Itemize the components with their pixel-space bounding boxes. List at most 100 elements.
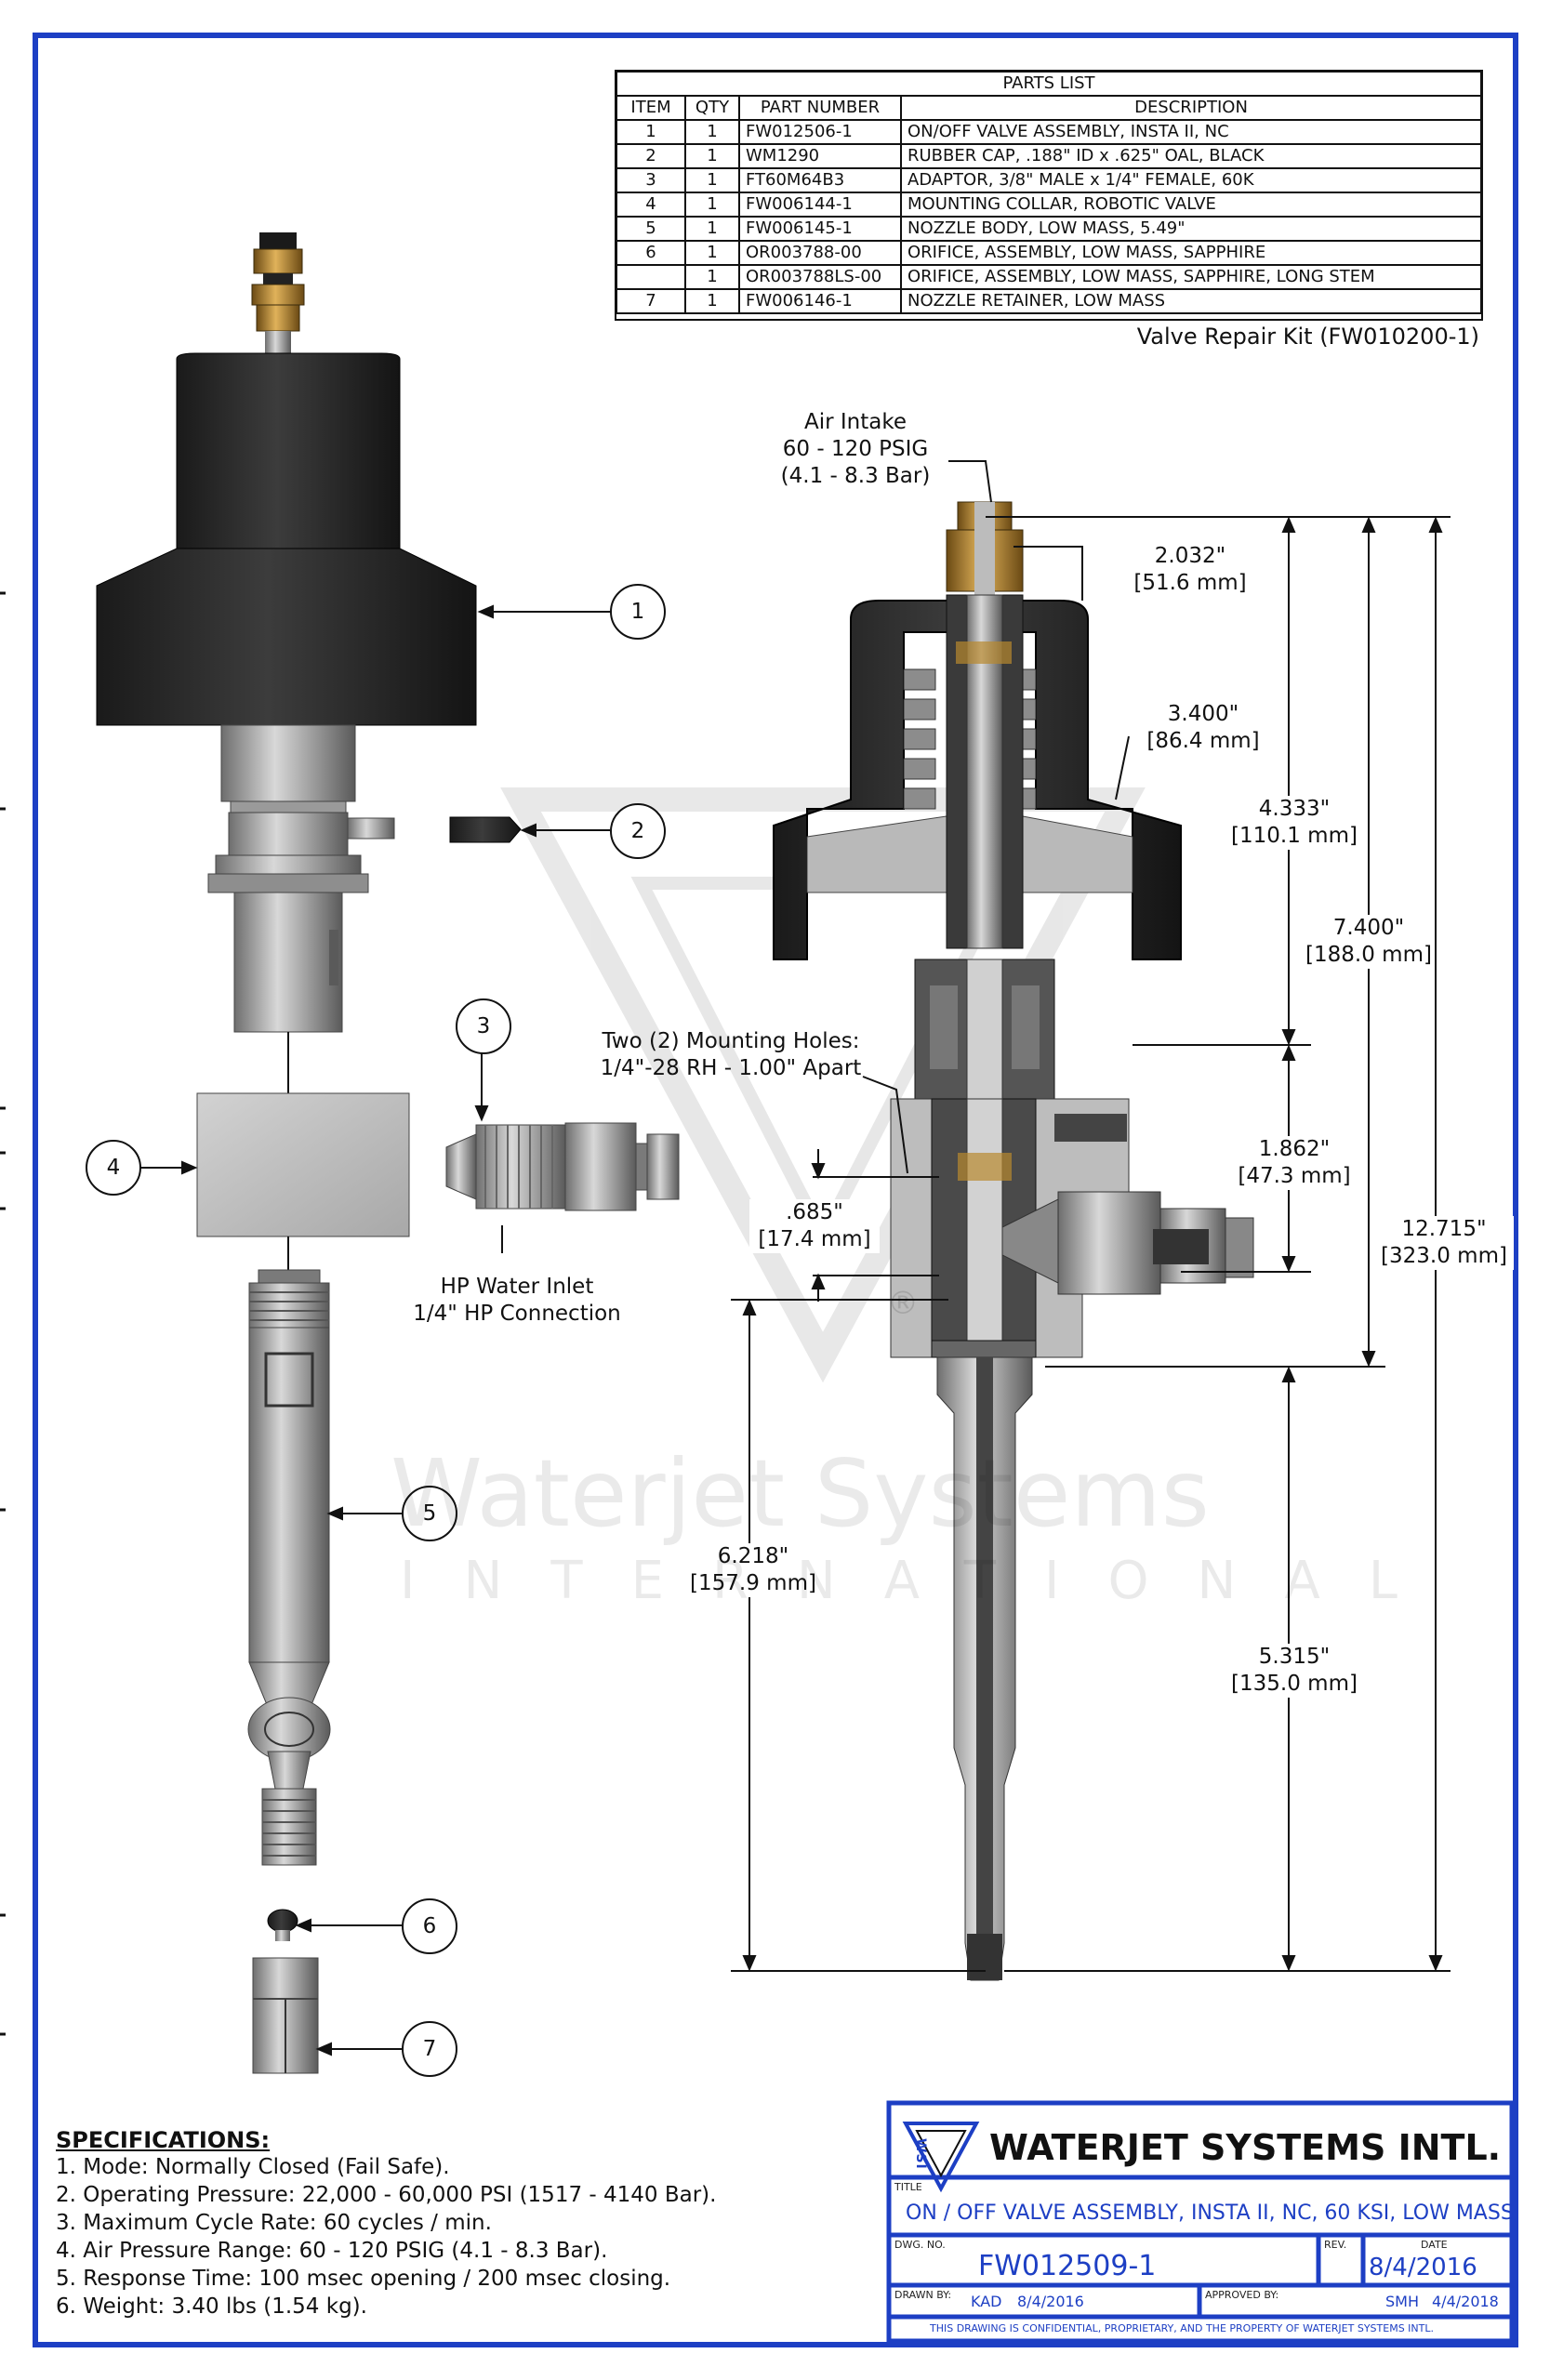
air-intake-callout: Air Intake 60 - 120 PSIG (4.1 - 8.3 Bar) xyxy=(762,409,948,490)
row-qty: 1 xyxy=(684,167,740,193)
dim-value: .685" xyxy=(786,1200,843,1224)
approved-date: 4/4/2018 xyxy=(1432,2293,1499,2310)
header-item: ITEM xyxy=(616,95,686,121)
dim-value: 12.715" xyxy=(1401,1217,1487,1241)
hp-water-spec: 1/4" HP Connection xyxy=(413,1302,621,1326)
row-qty: 1 xyxy=(684,192,740,218)
row-part: OR003788-00 xyxy=(738,240,902,266)
air-intake-label: Air Intake xyxy=(803,410,907,434)
balloon-7: 7 xyxy=(402,2021,457,2077)
row-item: 6 xyxy=(616,240,686,266)
confidential-notice: THIS DRAWING IS CONFIDENTIAL, PROPRIETAR… xyxy=(930,2322,1434,2334)
dim-12715: 12.715" [323.0 mm] xyxy=(1374,1216,1514,1270)
dim-4333: 4.333" [110.1 mm] xyxy=(1229,796,1359,850)
repair-kit-note: Valve Repair Kit (FW010200-1) xyxy=(1136,324,1479,350)
dim-value: 4.333" xyxy=(1258,797,1331,821)
drawing-date: 8/4/2016 xyxy=(1369,2254,1477,2281)
dim-value: 2.032" xyxy=(1154,544,1226,568)
row-item: 7 xyxy=(616,288,686,314)
row-desc: ORIFICE, ASSEMBLY, LOW MASS, SAPPHIRE xyxy=(900,240,1482,266)
spec-item: 5. Response Time: 100 msec opening / 200… xyxy=(56,2267,671,2291)
balloon-4: 4 xyxy=(86,1140,141,1196)
company-name: WATERJET SYSTEMS INTL. xyxy=(989,2127,1502,2168)
dim-metric: [110.1 mm] xyxy=(1231,824,1358,848)
row-qty: 1 xyxy=(684,143,740,169)
approved-by-label: APPROVED BY: xyxy=(1205,2289,1279,2301)
balloon-6: 6 xyxy=(402,1898,457,1954)
spec-item: 6. Weight: 3.40 lbs (1.54 kg). xyxy=(56,2294,367,2319)
date-label: DATE xyxy=(1421,2239,1448,2251)
sheet-border xyxy=(33,33,1518,2347)
row-item: 2 xyxy=(616,143,686,169)
section-view xyxy=(773,501,1254,1981)
dim-3400: 3.400" [86.4 mm] xyxy=(1138,701,1268,755)
row-desc: RUBBER CAP, .188" ID x .625" OAL, BLACK xyxy=(900,143,1482,169)
dwg-no-label: DWG. NO. xyxy=(894,2239,946,2251)
approved-by: SMH xyxy=(1385,2293,1419,2310)
balloon-5: 5 xyxy=(402,1486,457,1541)
dim-metric: [323.0 mm] xyxy=(1381,1244,1507,1268)
dim-metric: [51.6 mm] xyxy=(1133,571,1247,595)
watermark-reg-mark: ® xyxy=(887,1285,919,1322)
air-intake-pressure: 60 - 120 PSIG xyxy=(782,437,929,461)
header-qty: QTY xyxy=(684,95,740,121)
row-item: 4 xyxy=(616,192,686,218)
dim-metric: [157.9 mm] xyxy=(690,1571,816,1595)
row-part: FW006146-1 xyxy=(738,288,902,314)
drawn-date: 8/4/2016 xyxy=(1017,2293,1084,2310)
row-item: 3 xyxy=(616,167,686,193)
spec-item: 4. Air Pressure Range: 60 - 120 PSIG (4.… xyxy=(56,2239,608,2263)
watermark-title: Waterjet Systems xyxy=(391,1439,1210,1548)
watermark-subtitle: INTERNATIONAL xyxy=(400,1551,1446,1611)
row-qty: 1 xyxy=(684,216,740,242)
parts-list-frame xyxy=(615,70,1483,321)
spec-item: 3. Maximum Cycle Rate: 60 cycles / min. xyxy=(56,2211,492,2235)
row-qty: 1 xyxy=(684,240,740,266)
dim-5315: 5.315"[135.0 mm] xyxy=(1229,1644,1359,1698)
specifications-block: SPECIFICATIONS: 1. Mode: Normally Closed… xyxy=(56,2127,837,2320)
dim-metric: [47.3 mm] xyxy=(1238,1164,1351,1188)
row-qty: 1 xyxy=(684,119,740,145)
row-part: FW012506-1 xyxy=(738,119,902,145)
rev-label: REV. xyxy=(1324,2239,1347,2251)
dim-value: 3.400" xyxy=(1167,702,1239,726)
exploded-view xyxy=(96,232,680,2074)
dim-metric: [86.4 mm] xyxy=(1146,729,1260,753)
balloon-3: 3 xyxy=(456,998,511,1054)
specifications-title: SPECIFICATIONS: xyxy=(56,2127,271,2153)
balloon-2: 2 xyxy=(610,803,666,859)
dim-value: 6.218" xyxy=(717,1544,789,1568)
row-part: WM1290 xyxy=(738,143,902,169)
mounting-holes-callout: Two (2) Mounting Holes: 1/4"-28 RH - 1.0… xyxy=(591,1028,870,1082)
title-block-frame xyxy=(886,2100,1515,2344)
dim-metric: [17.4 mm] xyxy=(758,1227,871,1251)
hp-water-callout: HP Water Inlet 1/4" HP Connection xyxy=(396,1274,638,1328)
row-part: FW006145-1 xyxy=(738,216,902,242)
dim-metric: [188.0 mm] xyxy=(1305,943,1432,967)
drawing-title: ON / OFF VALVE ASSEMBLY, INSTA II, NC, 6… xyxy=(906,2202,1514,2225)
parts-list-table: PARTS LIST ITEM QTY PART NUMBER DESCRIPT… xyxy=(616,71,1482,314)
header-part-number: PART NUMBER xyxy=(738,95,902,121)
drawn-by-label: DRAWN BY: xyxy=(894,2289,952,2301)
dim-1862: 1.862"[47.3 mm] xyxy=(1229,1136,1359,1190)
row-item xyxy=(616,264,686,290)
parts-list-title-row: PARTS LIST xyxy=(616,71,1482,97)
drawn-by: KAD xyxy=(971,2293,1002,2310)
parts-list-header-row: ITEM QTY PART NUMBER DESCRIPTION xyxy=(616,95,1482,121)
row-desc: NOZZLE BODY, LOW MASS, 5.49" xyxy=(900,216,1482,242)
dim-metric: [135.0 mm] xyxy=(1231,1672,1358,1696)
row-qty: 1 xyxy=(684,264,740,290)
wsi-logo xyxy=(902,2122,980,2193)
header-description: DESCRIPTION xyxy=(900,95,1482,121)
balloon-leaders xyxy=(130,604,612,2056)
hp-water-label: HP Water Inlet xyxy=(440,1275,594,1299)
row-desc: ADAPTOR, 3/8" MALE x 1/4" FEMALE, 60K xyxy=(900,167,1482,193)
parts-list-title: PARTS LIST xyxy=(616,71,1482,97)
